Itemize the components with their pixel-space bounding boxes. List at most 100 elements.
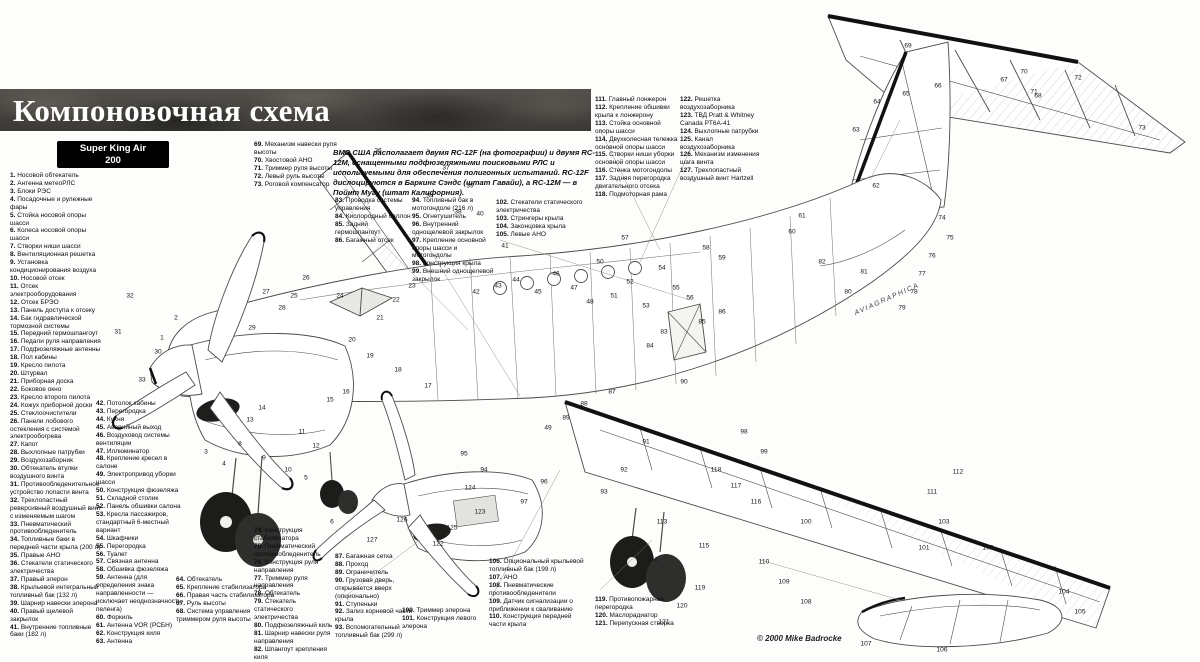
legend-item: 38. Крыльевой интегральный топливный бак…	[10, 583, 99, 599]
callout-83: 83	[660, 328, 668, 336]
legend-item: 12. Отсек БРЭО	[10, 298, 59, 306]
callout-11: 11	[298, 428, 306, 436]
callout-101: 101	[918, 544, 930, 552]
legend-item: 10. Носовой отсек	[10, 274, 65, 282]
callout-80: 80	[844, 288, 852, 296]
legend-item: 79. Стекатель статического электричества	[254, 598, 298, 622]
legend-item: 83. Проводка системы управления	[335, 197, 403, 212]
callout-21: 21	[376, 314, 384, 322]
callout-66: 66	[934, 82, 942, 90]
legend-item: 105. Левые АНО	[496, 230, 546, 238]
callout-102: 102	[982, 544, 994, 552]
callout-48: 48	[586, 298, 594, 306]
callout-19: 19	[366, 352, 374, 360]
legend-item: 25. Стеклоочистители	[10, 409, 77, 417]
legend-item: 49. Электропривод уборки шасси	[96, 471, 176, 487]
legend-item: 58. Обшивка фюзеляжа	[96, 566, 169, 574]
legend-item: 4. Посадочные и рулежные фары	[10, 195, 93, 211]
callout-46: 46	[552, 270, 560, 278]
callout-79: 79	[898, 304, 906, 312]
legend-item: 111. Главный лонжерон	[595, 96, 667, 103]
legend-item: 66. Правая часть стабилизатора	[176, 591, 275, 599]
callout-95: 95	[460, 450, 468, 458]
legend-item: 115. Створки ниши уборки основной опоры …	[595, 151, 675, 167]
legend-item: 103. Стрингеры крыла	[496, 214, 564, 222]
legend-item: 126. Механизм изменения шага винта	[680, 151, 760, 167]
callout-117: 117	[730, 482, 742, 490]
legend-item: 6. Колеса носовой опоры шасси	[10, 227, 87, 243]
callout-39: 39	[466, 182, 474, 190]
callout-49: 49	[544, 424, 552, 432]
callout-78: 78	[910, 288, 918, 296]
legend-item: 47. Иллюминатор	[96, 447, 150, 455]
legend-item: 40. Правый щелевой закрылок	[10, 607, 74, 623]
copyright-credit: © 2000 Mike Badrocke	[757, 634, 842, 643]
legend-item: 63. Антенна	[96, 637, 133, 645]
legend-item: 37. Правый элерон	[10, 576, 68, 584]
legend-item: 65. Крепление стабилизатора	[176, 583, 267, 591]
legend-item: 54. Шкафчики	[96, 534, 139, 542]
callout-122: 122	[432, 540, 444, 548]
legend-item: 91. Ступеньки	[335, 600, 378, 608]
callout-88: 88	[580, 400, 588, 408]
legend-item: 53. Кресла пассажиров, стандартный 6-мес…	[96, 510, 169, 534]
callout-55: 55	[672, 284, 680, 292]
legend-item: 114. Двухколесная тележка основной опоры…	[595, 135, 678, 151]
legend-item: 89. Ограничитель	[335, 568, 389, 576]
callout-127: 127	[366, 536, 378, 544]
callout-28: 28	[278, 304, 286, 312]
callout-30: 30	[154, 348, 162, 356]
callout-9: 9	[262, 454, 266, 462]
legend-item: 64. Обтекатель	[176, 576, 223, 583]
callout-13: 13	[246, 416, 254, 424]
legend-item: 76. Конструкция руля направления	[254, 558, 319, 574]
callout-45: 45	[534, 288, 542, 296]
callout-77: 77	[918, 270, 926, 278]
legend-item: 109. Датчик сигнализации о приближении к…	[489, 597, 573, 613]
legend-item: 59. Антенна (для определения знака напра…	[96, 574, 182, 613]
legend-item: 112. Крепление обшивки крыла к лонжерону	[595, 103, 670, 119]
legend-item: 32. Трехлопастный реверсивный воздушный …	[10, 496, 102, 520]
legend-item: 29. Воздухозаборник	[10, 457, 73, 465]
legend-item: 57. Связная антенна	[96, 558, 159, 566]
callout-65: 65	[902, 90, 910, 98]
legend-item: 78. Обтекатель	[254, 590, 301, 598]
callout-54: 54	[658, 264, 666, 272]
legend-item: 55. Перегородка	[96, 542, 146, 550]
callout-56: 56	[686, 294, 694, 302]
legend-item: 69. Механизм навески руля высоты	[254, 141, 337, 156]
legend-item: 27. Капот	[10, 441, 39, 449]
callout-63: 63	[852, 126, 860, 134]
callout-89: 89	[562, 414, 570, 422]
legend-item: 16. Педали руля направления	[10, 338, 101, 346]
legend-item: 60. Форкиль	[96, 613, 133, 621]
legend-item: 5. Стойка носовой опоры шасси	[10, 211, 87, 227]
legend-item: 81. Шарнир навески руля направления	[254, 629, 331, 645]
legend-item: 118. Подмоторная рама	[595, 191, 667, 199]
callout-44: 44	[512, 276, 520, 284]
callout-84: 84	[646, 342, 654, 350]
legend-item: 45. Аварийный выход	[96, 423, 162, 431]
legend-item: 107. АНО	[489, 573, 518, 581]
title-band: Компоновочная схема	[0, 89, 591, 131]
callout-112: 112	[952, 468, 964, 476]
callout-120: 120	[676, 602, 688, 610]
callout-2: 2	[174, 314, 178, 322]
callout-86: 86	[718, 308, 726, 316]
legend-item: 61. Антенна VOR (РСБН)	[96, 621, 173, 629]
callout-125: 125	[446, 524, 458, 532]
legend-item: 19. Кресло пилота	[10, 362, 66, 370]
callout-119: 119	[694, 584, 706, 592]
intro-caption: ВМС США располагает двумя RC-12F (на фот…	[333, 147, 595, 197]
legend-item: 2. Антенна метеоРЛС	[10, 179, 76, 187]
legend-item: 23. Кресло второго пилота	[10, 393, 91, 401]
legend-item: 92. Зализ корневой части крыла	[335, 608, 413, 624]
legend-item: 14. Бак гидравлической тормозной системы	[10, 314, 82, 330]
callout-92: 92	[620, 466, 628, 474]
callout-115: 115	[698, 542, 710, 550]
callout-57: 57	[621, 234, 629, 242]
